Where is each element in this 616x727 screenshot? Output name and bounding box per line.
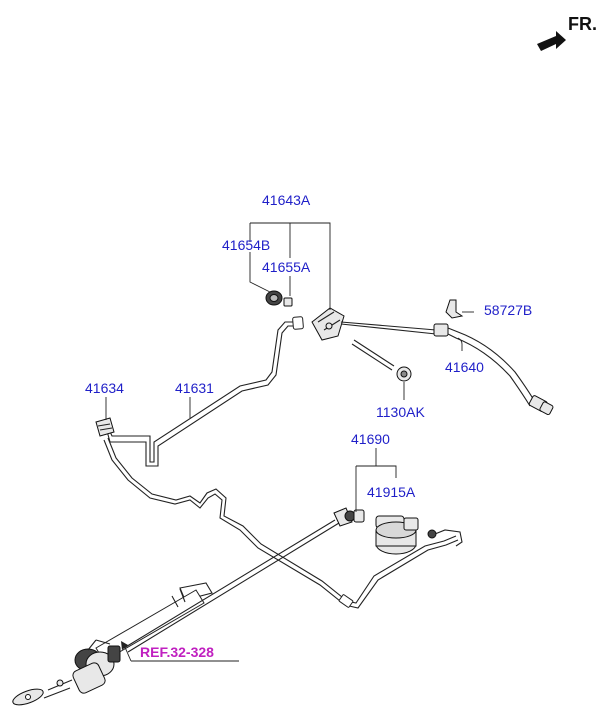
front-direction-indicator: FR. xyxy=(537,14,597,51)
bush-41655A xyxy=(283,297,293,307)
label-41631: 41631 xyxy=(175,380,214,396)
reference-label: REF.32-328 xyxy=(140,644,214,660)
clutch-hose-41640 xyxy=(340,321,554,416)
label-41634: 41634 xyxy=(85,380,124,396)
fitting-41690 xyxy=(333,507,365,527)
label-41640: 41640 xyxy=(445,359,484,375)
label-41690: 41690 xyxy=(351,431,390,447)
label-41915A: 41915A xyxy=(367,484,416,500)
front-arrow-icon xyxy=(537,31,566,51)
clutch-tube-lower xyxy=(103,437,459,609)
front-direction-label: FR. xyxy=(568,14,597,34)
label-41654B: 41654B xyxy=(222,237,270,253)
clutch-line-lower xyxy=(123,519,340,653)
grommet-41654B xyxy=(265,290,283,306)
reference-callout: REF.32-328 xyxy=(121,641,239,662)
part-labels: 41643A 41654B 41655A 58727B 41640 41634 … xyxy=(85,192,532,500)
label-58727B: 58727B xyxy=(484,302,532,318)
clip-58727B xyxy=(445,299,464,319)
bracket-41643A xyxy=(311,307,345,341)
bolt-1130AK xyxy=(351,339,412,382)
label-41643A: 41643A xyxy=(262,192,311,208)
label-1130AK: 1130AK xyxy=(376,404,425,420)
release-cylinder-41915A xyxy=(375,515,437,555)
clutch-tube-41631 xyxy=(106,321,296,467)
clip-41634 xyxy=(95,417,115,437)
label-41655A: 41655A xyxy=(262,259,311,275)
leader-lines xyxy=(105,222,474,512)
